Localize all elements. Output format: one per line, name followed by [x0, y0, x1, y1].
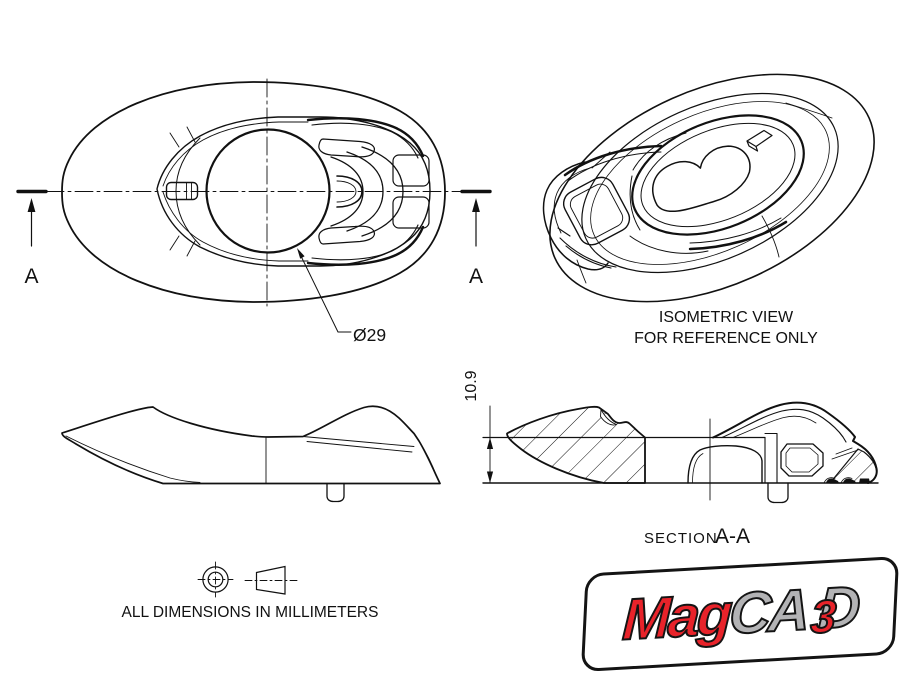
top-view-crescent-top	[306, 117, 425, 158]
iso-clip-ledges	[557, 227, 617, 269]
iso-bowl-lines	[629, 132, 709, 254]
logo-text-3: 3	[808, 589, 835, 644]
section-label-prefix: SECTION	[644, 530, 718, 547]
side-view-detail-lines	[302, 436, 437, 477]
iso-clip-outer-offset	[553, 167, 591, 234]
iso-crescent-bottom	[688, 220, 788, 251]
section-tab	[767, 482, 789, 504]
side-view-tab	[326, 482, 345, 503]
section-hatched-wedge	[506, 405, 646, 484]
magcad-logo: Mag CA 3 D	[580, 556, 900, 672]
units-note: ALL DIMENSIONS IN MILLIMETERS	[122, 604, 379, 621]
section-hex-inner	[785, 447, 819, 473]
section-black-details	[826, 478, 870, 483]
section-right-hatch	[829, 448, 878, 484]
side-view	[61, 405, 441, 503]
iso-opening-outer	[631, 114, 805, 236]
section-arrow-left-head	[27, 198, 36, 212]
projection-circle-crosshair	[197, 561, 234, 598]
iso-clip-outer	[542, 161, 609, 271]
section-wedge-notch	[600, 409, 617, 426]
section-view	[482, 401, 879, 504]
iso-inner-band	[581, 92, 839, 274]
section-wall-lines	[764, 432, 778, 484]
top-view-inner-rim-offset	[162, 121, 309, 262]
iso-seam-lines	[576, 102, 833, 284]
section-hump-inner	[721, 408, 847, 443]
iso-crescent-top	[563, 144, 663, 177]
iso-inner-band-offset	[590, 101, 830, 265]
logo-text-ca: CA	[727, 576, 810, 648]
top-view-bowl-wall-left	[175, 137, 201, 246]
diameter-leader-line	[298, 251, 352, 333]
iso-caption-line1: ISOMETRIC VIEW	[659, 309, 794, 326]
side-view-thickness-line	[65, 435, 201, 483]
iso-clip-window-inner	[569, 183, 624, 239]
side-view-outer-profile	[61, 405, 441, 485]
iso-opening-inner	[640, 122, 796, 228]
bore-circle	[205, 128, 331, 254]
iso-caption-line2: FOR REFERENCE ONLY	[634, 330, 818, 347]
third-angle-projection-symbol	[197, 561, 298, 598]
iso-outer-profile	[549, 73, 875, 303]
isometric-view	[542, 73, 875, 303]
section-dome-arch-inner	[692, 453, 704, 484]
top-view-u-bump-inner	[336, 180, 357, 203]
iso-tab	[746, 129, 773, 152]
section-dome-arch	[687, 445, 763, 484]
top-view-outer-profile	[61, 81, 446, 303]
top-view	[16, 78, 492, 333]
section-arrow-right-head	[472, 198, 480, 212]
top-view-bracket-slot-bottom	[318, 225, 376, 245]
top-view-crescent-bottom	[306, 225, 425, 266]
logo-text-mag: Mag	[620, 580, 732, 653]
top-view-right-tab-top	[392, 154, 430, 187]
section-right-step-lines	[831, 447, 859, 460]
top-view-crescent-bottom-inner	[311, 224, 419, 261]
top-view-rim-facets	[169, 126, 196, 257]
height-dim-arrow-bottom	[486, 471, 494, 483]
diameter-leader-arrowhead	[297, 248, 305, 259]
height-dimension-text: 10.9	[463, 370, 480, 401]
top-view-crescent-top-inner	[311, 122, 419, 159]
iso-heart-cutout	[652, 145, 751, 213]
section-blob-arcs	[823, 477, 853, 484]
top-view-bracket-arm-1	[330, 156, 364, 227]
section-hex	[780, 443, 824, 477]
iso-crescent-bottom-inner	[689, 217, 782, 244]
iso-crescent-top-inner	[567, 151, 662, 182]
top-view-right-tab-bottom	[392, 196, 430, 229]
section-hump-inner2	[732, 415, 817, 438]
iso-clip-window	[562, 176, 631, 246]
section-label-left: A	[24, 265, 38, 288]
top-view-slot	[165, 181, 199, 201]
top-view-bracket-slot-top	[318, 138, 376, 158]
section-label-right: A	[469, 265, 483, 288]
height-dim-arrow-top	[486, 437, 494, 449]
projection-cone	[255, 565, 286, 595]
top-view-inner-rim	[156, 116, 431, 267]
diameter-dimension-text: Ø29	[353, 325, 386, 345]
top-view-u-bump	[336, 175, 363, 208]
section-label-name: A-A	[715, 525, 750, 548]
